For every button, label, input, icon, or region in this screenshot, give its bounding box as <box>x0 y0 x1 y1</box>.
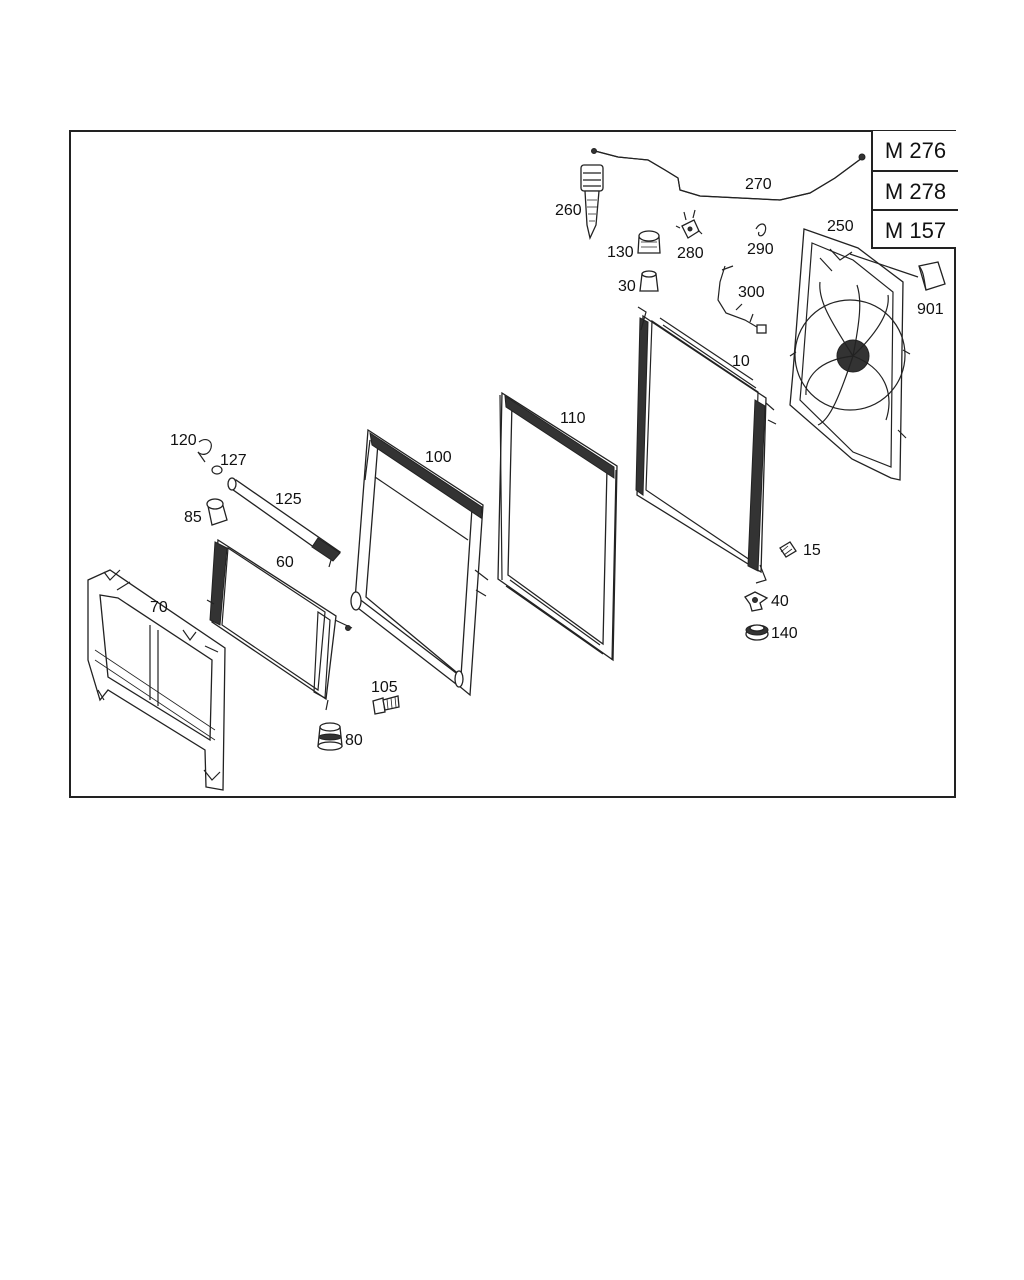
callout-280: 280 <box>677 245 704 262</box>
engine-code-m278: M 278 <box>873 170 958 209</box>
callout-100: 100 <box>425 449 452 466</box>
part-85-bushing <box>206 498 228 526</box>
callout-270: 270 <box>745 176 772 193</box>
part-80-mount <box>317 722 343 751</box>
callout-290: 290 <box>747 241 774 258</box>
callout-130: 130 <box>607 244 634 261</box>
callout-300: 300 <box>738 284 765 301</box>
part-250-fan-shroud <box>789 228 911 481</box>
part-290-clip <box>755 223 767 237</box>
callout-70: 70 <box>150 599 168 616</box>
part-127-seal <box>211 465 223 475</box>
callout-120: 120 <box>170 432 197 449</box>
callout-10: 10 <box>732 353 750 370</box>
part-110-frame <box>497 391 618 662</box>
callout-85: 85 <box>184 509 202 526</box>
callout-40: 40 <box>771 593 789 610</box>
diagram-frame <box>69 130 956 798</box>
part-105-screw <box>372 695 400 715</box>
part-140-grommet <box>745 624 769 641</box>
callout-140: 140 <box>771 625 798 642</box>
engine-code-m276: M 276 <box>884 138 947 163</box>
callout-80: 80 <box>345 732 363 749</box>
part-300-harness <box>717 265 767 334</box>
engine-code-m157: M 157 <box>873 209 958 248</box>
callout-901: 901 <box>917 301 944 318</box>
part-30-plug <box>639 270 659 292</box>
part-10-radiator <box>635 306 777 584</box>
callout-105: 105 <box>371 679 398 696</box>
part-60-cooler <box>206 538 353 711</box>
callout-15: 15 <box>803 542 821 559</box>
part-15-screw <box>779 541 797 558</box>
callout-127: 127 <box>220 452 247 469</box>
callout-260: 260 <box>555 202 582 219</box>
engine-code-table: M 276 M 278 M 157 <box>871 131 958 249</box>
part-125-tube <box>227 477 342 568</box>
callout-30: 30 <box>618 278 636 295</box>
part-70-carrier <box>87 569 226 791</box>
part-270-line <box>591 148 866 201</box>
callout-125: 125 <box>275 491 302 508</box>
part-260-sensor <box>580 164 604 240</box>
part-100-condenser-frame <box>350 428 489 697</box>
part-40-bracket <box>744 591 769 612</box>
callout-60: 60 <box>276 554 294 571</box>
part-901-label <box>849 253 946 291</box>
part-280-valve <box>675 209 703 239</box>
callout-110: 110 <box>560 410 586 427</box>
part-130-cap <box>637 230 661 254</box>
callout-250: 250 <box>827 218 854 235</box>
part-120-clip <box>197 438 212 463</box>
